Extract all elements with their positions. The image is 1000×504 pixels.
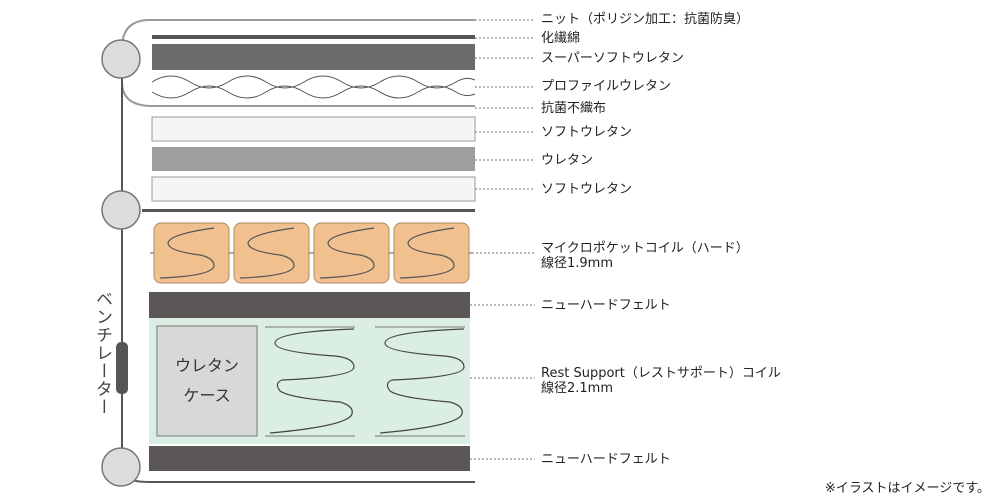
- micro-pocket-coil-name: マイクロポケットコイル（ハード）: [541, 241, 749, 256]
- urethane-case-line1: ウレタン: [174, 356, 239, 375]
- knit-layer: [152, 35, 475, 39]
- pocket-coil-4: [393, 222, 470, 284]
- separator-line: [142, 209, 475, 212]
- label-micro-pocket-coil: マイクロポケットコイル（ハード） 線径1.9mm: [541, 241, 749, 271]
- rest-support-coil-1: [265, 326, 355, 437]
- label-soft-urethane-1: ソフトウレタン: [541, 125, 633, 140]
- label-new-hard-felt-2: ニューハードフェルト: [541, 452, 671, 467]
- label-urethane: ウレタン: [541, 153, 594, 168]
- pocket-coil-1: [153, 222, 230, 284]
- label-soft-urethane-2: ソフトウレタン: [541, 182, 633, 197]
- image-note: ※イラストはイメージです。: [824, 481, 990, 496]
- pocket-coil-3: [313, 222, 390, 284]
- micro-pocket-coil-wire: 線径1.9mm: [541, 256, 614, 271]
- rest-support-coil-wire: 線径2.1mm: [541, 381, 614, 396]
- label-profile-urethane: プロファイルウレタン: [541, 79, 672, 94]
- label-super-soft-urethane: スーパーソフトウレタン: [541, 51, 684, 66]
- ventilator-handle: [116, 342, 128, 394]
- urethane-layer: [152, 147, 475, 171]
- pocket-coil-2: [233, 222, 310, 284]
- ventilator-circle-1: [101, 39, 141, 79]
- label-antibacterial-nonwoven: 抗菌不織布: [541, 101, 607, 116]
- ventilator-circle-2: [101, 190, 141, 230]
- rest-support-coil-2: [375, 326, 465, 437]
- urethane-case-label: ウレタン ケース: [157, 326, 257, 436]
- ventilator-label: ベンチレーター: [92, 290, 112, 416]
- label-synthetic-cotton: 化繊綿: [541, 31, 581, 46]
- super-soft-urethane-layer: [152, 44, 475, 70]
- new-hard-felt-layer-2: [149, 446, 470, 471]
- soft-urethane-layer-1: [151, 116, 476, 142]
- new-hard-felt-layer-1: [149, 292, 470, 318]
- urethane-case-box: [156, 325, 258, 437]
- label-rest-support-coil: Rest Support（レストサポート）コイル 線径2.1mm: [541, 366, 781, 396]
- profile-urethane-wave-bottom: [151, 85, 476, 99]
- soft-urethane-layer-2: [151, 176, 476, 202]
- leader-lines: [470, 19, 535, 460]
- urethane-case-line2: ケース: [183, 386, 231, 405]
- profile-urethane-wave-top: [151, 75, 476, 89]
- rest-support-coil-name: Rest Support（レストサポート）コイル: [541, 366, 781, 381]
- label-new-hard-felt-1: ニューハードフェルト: [541, 298, 671, 313]
- ventilator-circle-3: [101, 447, 141, 487]
- label-knit: ニット（ポリジン加工：抗菌防臭）: [541, 12, 750, 27]
